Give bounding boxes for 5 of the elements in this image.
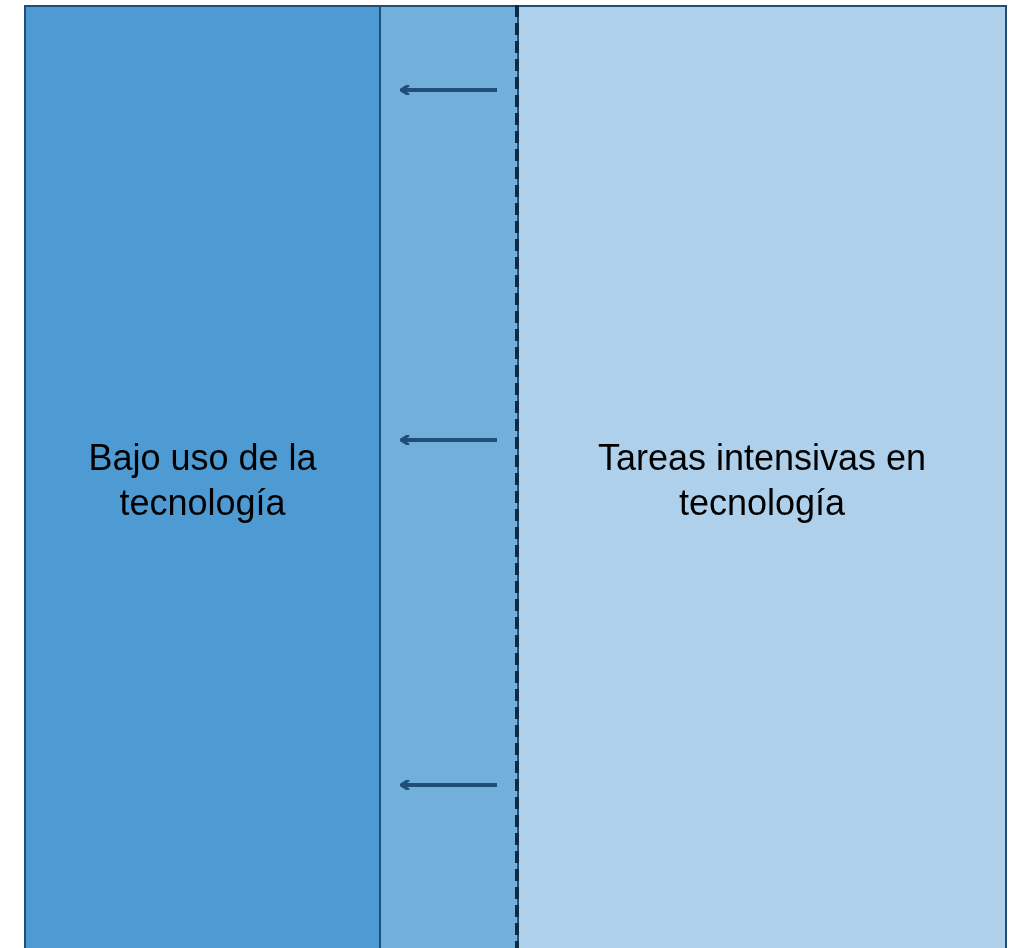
column-band <box>24 5 381 948</box>
column-band <box>517 5 1007 948</box>
column-band <box>379 5 519 948</box>
band-label: Bajo uso de la tecnología <box>87 436 318 525</box>
band-label: Tareas intensivas en tecnología <box>596 436 928 525</box>
